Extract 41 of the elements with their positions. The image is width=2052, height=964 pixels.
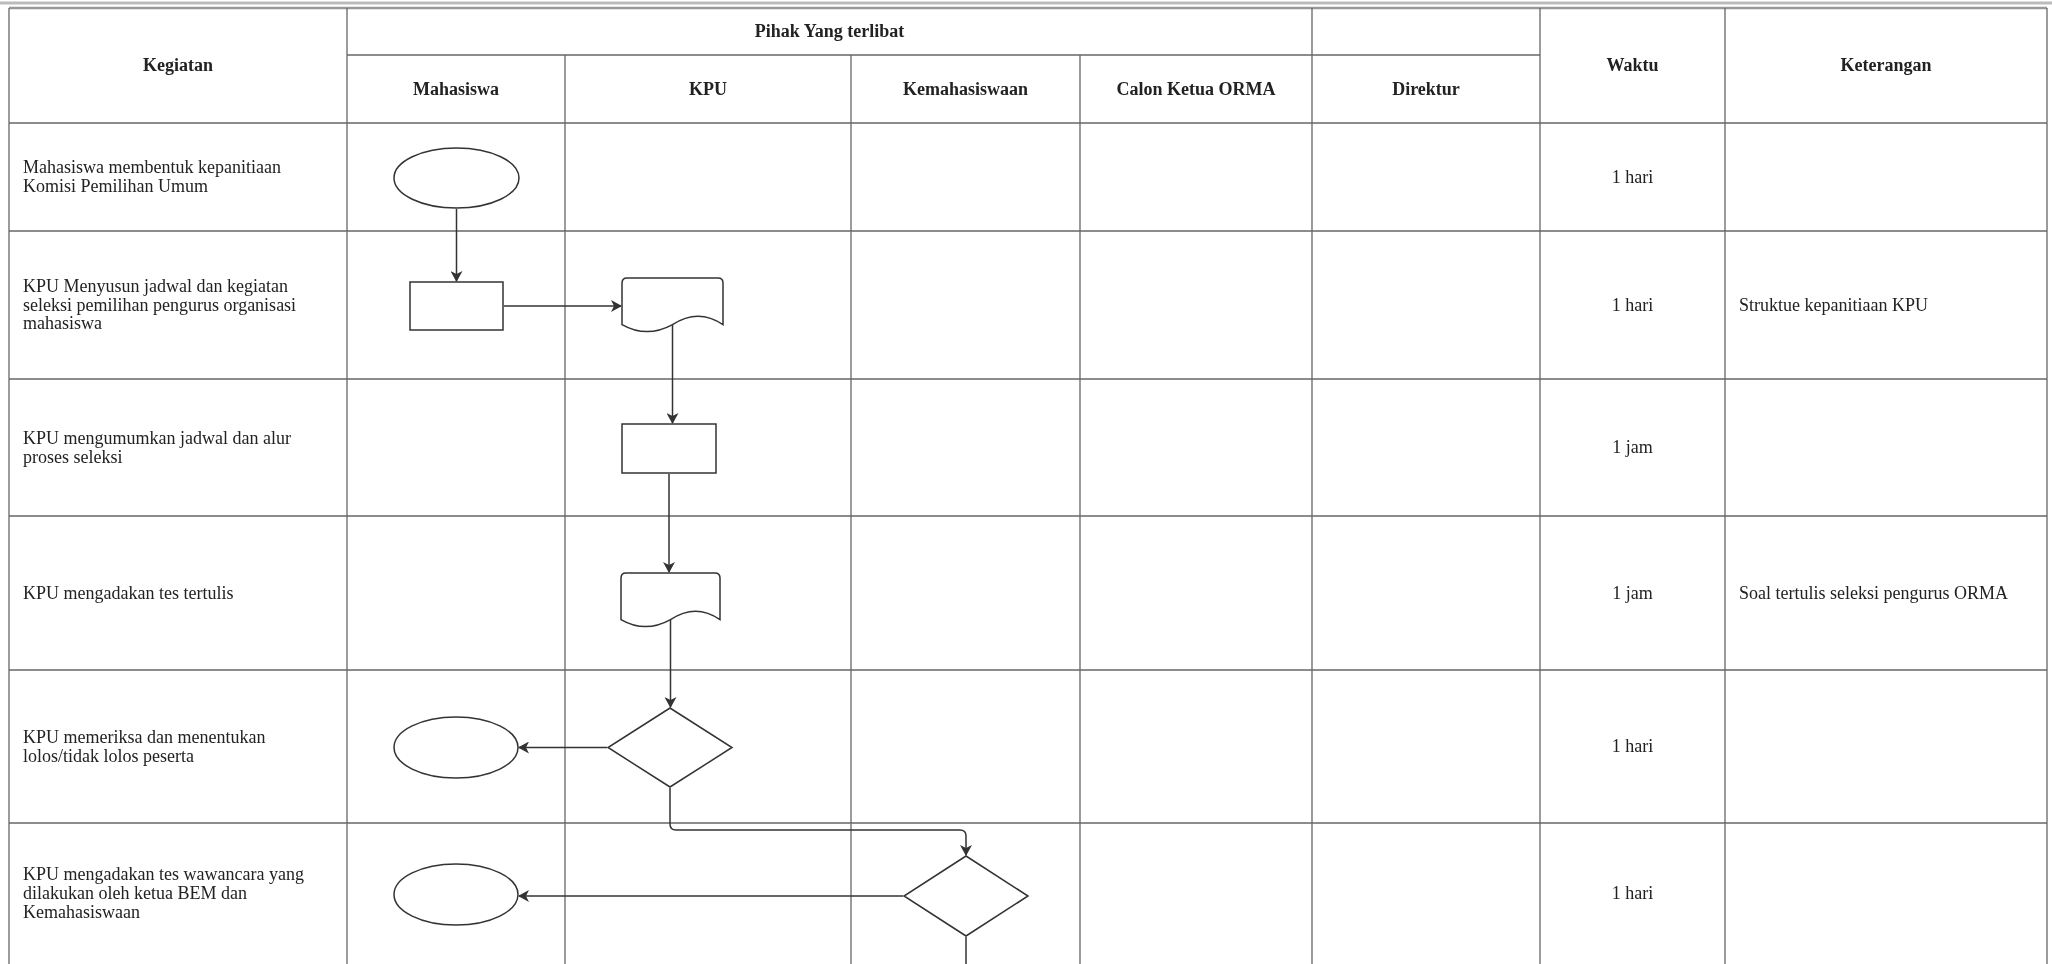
arrow	[666, 323, 679, 424]
duration-text: 1 hari	[1611, 884, 1654, 903]
terminator-ellipse	[393, 147, 520, 209]
column-header: Calon Ketua ORMA	[1116, 79, 1276, 99]
arrow	[663, 473, 675, 573]
column-header: Direktur	[1392, 79, 1460, 99]
activity-text: KPU mengadakan tes tertulis	[23, 583, 234, 603]
arrow	[450, 208, 463, 282]
activity-text: KPU mengumumkan jadwal dan alur proses seleksi	[23, 428, 292, 467]
document-shape	[620, 572, 721, 628]
activity-text: KPU Menyusun jadwal dan kegiatan seleksi pemilihan pengurus organisasi mahasiswa	[23, 276, 298, 334]
duration-text: 1 hari	[1611, 167, 1654, 187]
duration-text: 1 hari	[1611, 295, 1654, 315]
activity-text: KPU memeriksa dan menentukan lolos/tidak lolos peserta	[23, 727, 267, 766]
note-text: Soal tertulis seleksi pengurus ORMA	[1739, 583, 2008, 603]
column-header: Kegiatan	[143, 56, 213, 75]
arrow	[664, 618, 677, 708]
decision-diamond	[903, 855, 1029, 937]
arrow	[669, 787, 972, 856]
column-header: KPU	[689, 79, 727, 99]
terminator-ellipse	[393, 716, 519, 779]
arrow	[518, 741, 608, 754]
column-header: Waktu	[1606, 56, 1659, 75]
activity-text: KPU mengadakan tes wawancara yang dilakukan oleh ketua BEM dan Kemahasiswaan	[23, 865, 305, 922]
column-header: Mahasiswa	[413, 79, 499, 99]
connector-line	[965, 936, 967, 964]
duration-text: 1 hari	[1611, 737, 1654, 756]
document-shape	[621, 277, 724, 333]
process-box	[409, 281, 504, 331]
column-header: Kemahasiswaan	[903, 79, 1028, 99]
activity-text: Mahasiswa membentuk kepanitiaan Komisi Pemilihan Umum	[23, 158, 282, 196]
terminator-ellipse	[393, 863, 519, 926]
duration-text: 1 jam	[1612, 438, 1653, 457]
column-header: Pihak Yang terlibat	[754, 22, 905, 41]
duration-text: 1 jam	[1612, 583, 1653, 603]
process-box	[621, 423, 717, 474]
note-text: Struktue kepanitiaan KPU	[1739, 295, 1928, 315]
arrow	[518, 890, 904, 902]
arrow	[503, 300, 622, 312]
decision-diamond	[607, 707, 733, 788]
column-header: Keterangan	[1840, 56, 1932, 75]
